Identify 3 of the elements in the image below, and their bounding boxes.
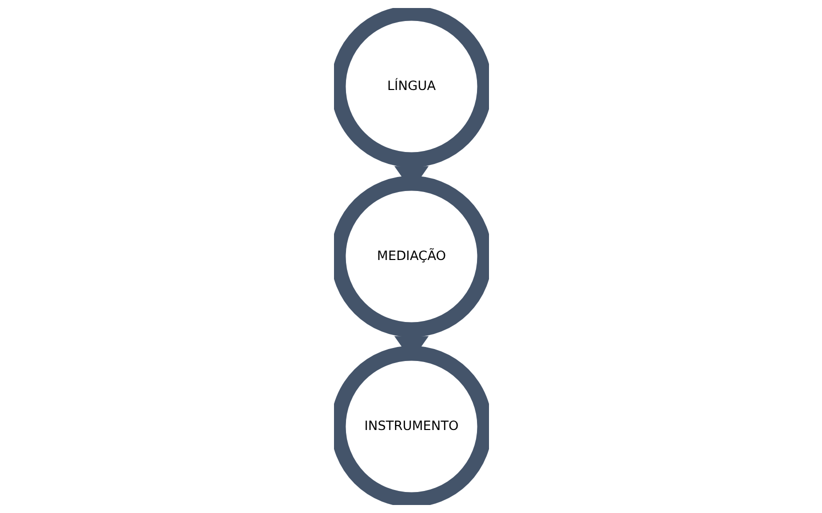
node-circle: LÍNGUA [334, 8, 488, 168]
node-circle: INSTRUMENTO [334, 346, 488, 505]
node-circle: MEDIAÇÃO [334, 176, 488, 338]
